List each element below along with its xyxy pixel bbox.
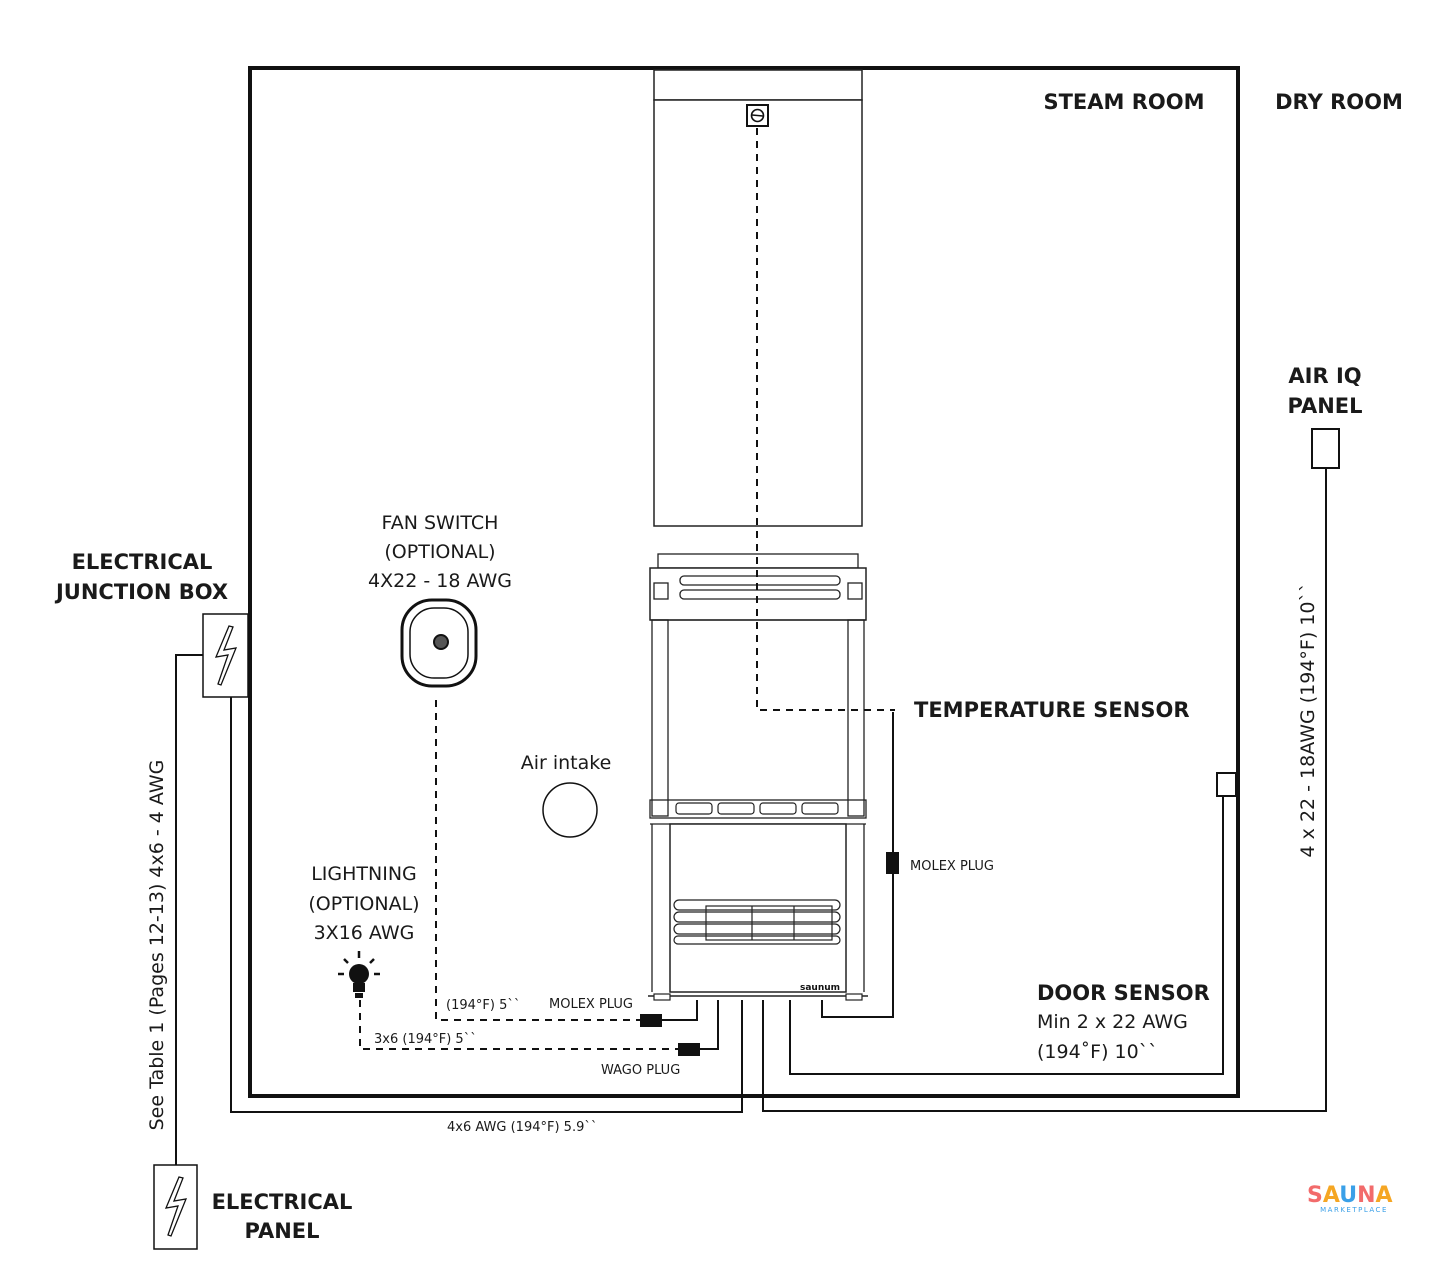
lighting-label-line3: 3X16 AWG bbox=[314, 922, 415, 944]
electrical-panel bbox=[153, 1164, 198, 1250]
lightning-bolt-icon bbox=[164, 1176, 188, 1237]
door-sensor-box bbox=[1216, 772, 1237, 797]
junction-label-line1: ELECTRICAL bbox=[72, 550, 213, 574]
fan-switch-device bbox=[400, 598, 478, 688]
door-sensor-cable bbox=[789, 796, 1224, 1075]
wago-plug bbox=[678, 1043, 700, 1056]
lighting-wire bbox=[359, 1000, 678, 1050]
wago-plug-label: WAGO PLUG bbox=[601, 1063, 680, 1078]
logo-letter: A bbox=[1376, 1183, 1393, 1208]
fan-switch-label-line2: (OPTIONAL) bbox=[384, 541, 495, 563]
lightning-bolt-icon bbox=[214, 625, 238, 686]
supply-wire-label: 4x6 AWG (194°F) 5.9`` bbox=[447, 1120, 597, 1135]
dry-room-label: DRY ROOM bbox=[1275, 90, 1403, 114]
door-sensor-label: DOOR SENSOR bbox=[1037, 981, 1210, 1005]
steam-room-label: STEAM ROOM bbox=[1043, 90, 1204, 114]
supply-cable bbox=[230, 697, 743, 1113]
temperature-sensor-label: TEMPERATURE SENSOR bbox=[914, 698, 1190, 722]
svg-text:SAUNA: SAUNA bbox=[1307, 1183, 1393, 1208]
molex-plug-right bbox=[886, 852, 899, 874]
fan-switch-wire bbox=[435, 700, 640, 1021]
logo-letter: U bbox=[1339, 1183, 1357, 1208]
junction-label-line2: JUNCTION BOX bbox=[54, 580, 228, 604]
sauna-marketplace-logo: SAUNA MARKETPLACE bbox=[1307, 1183, 1393, 1214]
molex-plug-bottom bbox=[640, 1014, 662, 1027]
air-intake-label: Air intake bbox=[521, 752, 612, 774]
air-iq-label-line1: AIR IQ bbox=[1288, 364, 1361, 388]
logo-letter: N bbox=[1357, 1183, 1375, 1208]
junction-box bbox=[202, 613, 249, 698]
heater-unit: saunum bbox=[648, 69, 868, 1001]
lighting-label-line1: LIGHTNING bbox=[311, 863, 417, 885]
molex-plug-right-label: MOLEX PLUG bbox=[910, 859, 994, 874]
air-iq-panel-box bbox=[1311, 428, 1340, 469]
light-wire-label: 3x6 (194°F) 5`` bbox=[374, 1032, 477, 1047]
heater-brand-label: saunum bbox=[800, 983, 840, 993]
temperature-sensor-icon bbox=[746, 104, 769, 127]
fan-switch-label-line3: 4X22 - 18 AWG bbox=[368, 570, 512, 592]
panel-feed-cable bbox=[175, 654, 203, 1165]
light-bulb-icon bbox=[338, 951, 380, 998]
fan-wire-label: (194°F) 5`` bbox=[446, 998, 520, 1013]
molex-plug-bottom-label: MOLEX PLUG bbox=[549, 997, 633, 1012]
logo-letter: A bbox=[1323, 1183, 1340, 1208]
table-reference-label: See Table 1 (Pages 12-13) 4x6 - 4 AWG bbox=[146, 760, 168, 1131]
steam-room-wall bbox=[248, 66, 1240, 1098]
air-iq-wire-label: 4 x 22 - 18AWG (194°F) 10`` bbox=[1297, 583, 1319, 858]
lighting-label-line2: (OPTIONAL) bbox=[308, 893, 419, 915]
air-iq-cable bbox=[762, 468, 1327, 1112]
fan-switch-label-line1: FAN SWITCH bbox=[382, 512, 499, 534]
door-sensor-line1: Min 2 x 22 AWG bbox=[1037, 1011, 1188, 1033]
door-sensor-line2: (194˚F) 10`` bbox=[1037, 1041, 1158, 1063]
air-intake bbox=[542, 782, 598, 838]
panel-label-line1: ELECTRICAL bbox=[212, 1190, 353, 1214]
air-iq-label-line2: PANEL bbox=[1287, 394, 1362, 418]
logo-letter: S bbox=[1307, 1183, 1323, 1208]
logo-subtitle: MARKETPLACE bbox=[1320, 1206, 1388, 1214]
panel-label-line2: PANEL bbox=[244, 1219, 319, 1243]
